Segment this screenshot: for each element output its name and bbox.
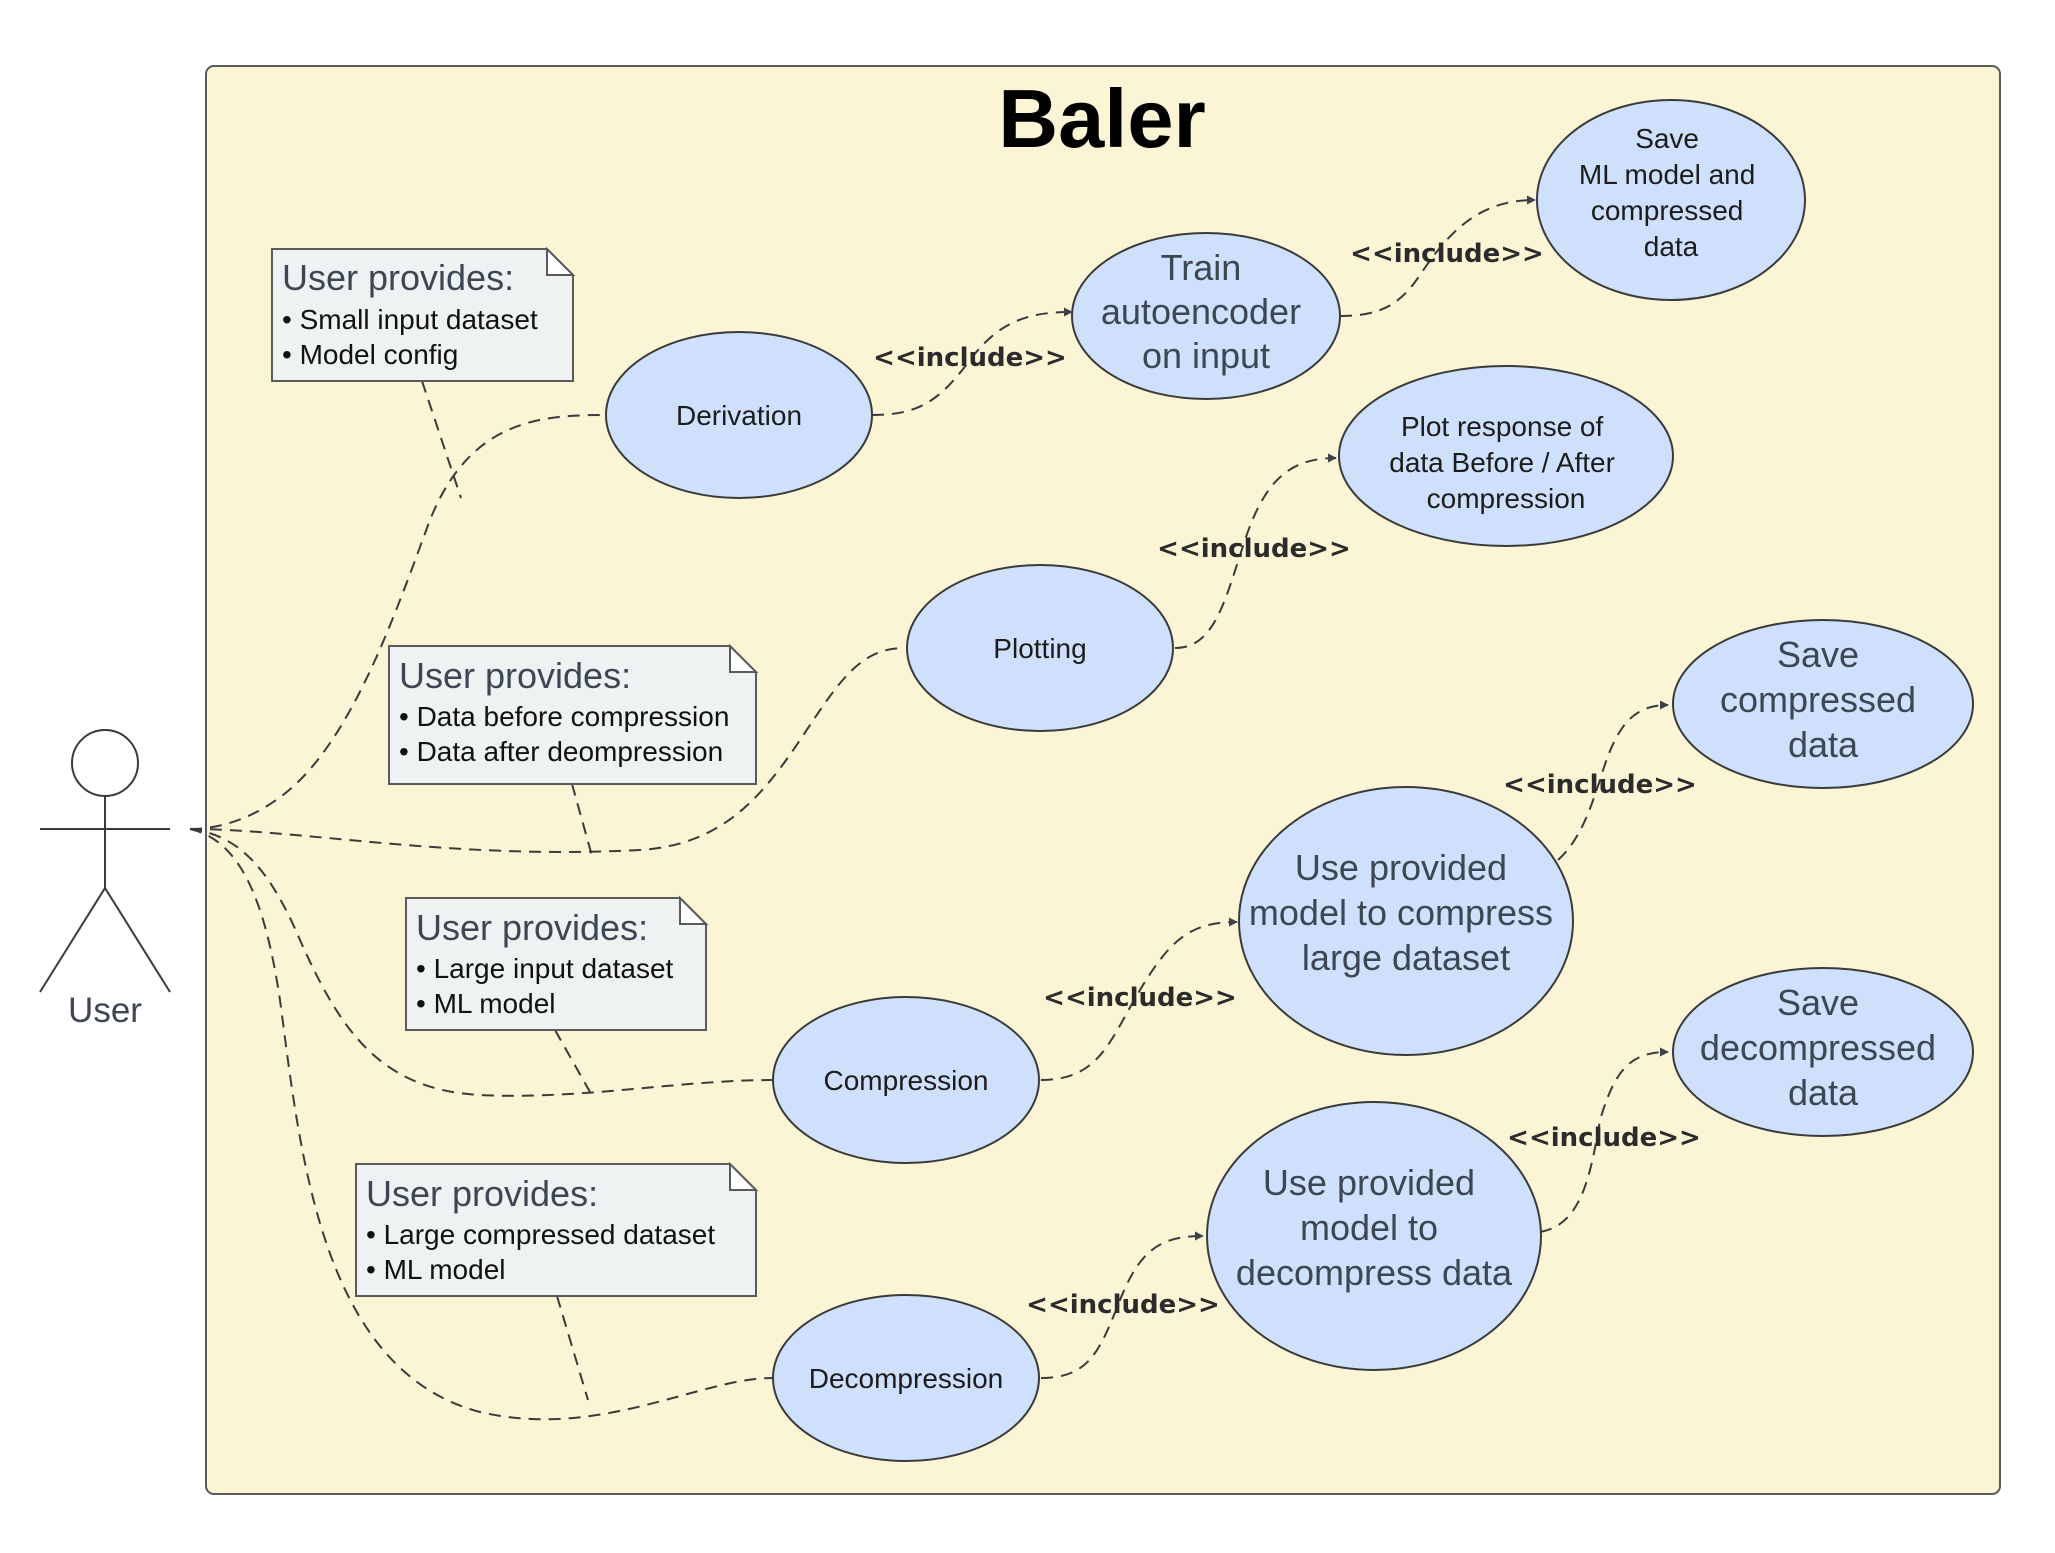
use-case-label: Compression (824, 1065, 989, 1096)
use-case-label-line: compression (1427, 483, 1586, 514)
use-case-use-compress[interactable]: Use provided model to compress large dat… (1238, 786, 1574, 1056)
note-item: • Small input dataset (282, 304, 538, 335)
actor-head (71, 729, 139, 797)
note-plotting-connector (571, 783, 593, 857)
use-case-label-line: decompress data (1236, 1252, 1513, 1293)
note-item: • Data after deompression (399, 736, 723, 767)
use-case-label-line: autoencoder (1101, 291, 1301, 332)
note-item: • Large input dataset (416, 953, 674, 984)
actor-label: User (68, 991, 142, 1030)
use-case-plotting[interactable]: Plotting (906, 564, 1174, 732)
svg-text:Save ML model and: Save ML model and compressed data (1579, 123, 1763, 262)
note-derivation-connector (421, 380, 462, 499)
use-case-label-line: Save (1635, 123, 1699, 154)
svg-text:Train autoencoder: Train autoencoder on input (1101, 247, 1311, 376)
svg-text:Plot response of data Be: Plot response of data Before / After com… (1389, 411, 1622, 514)
include-label: <<include>> (1503, 770, 1697, 800)
use-case-save-model[interactable]: Save ML model and compressed data (1536, 99, 1806, 301)
use-case-label-line: Plot response of (1401, 411, 1604, 442)
association-derivation (189, 414, 606, 830)
use-case-plot-response[interactable]: Plot response of data Before / After com… (1338, 365, 1674, 547)
use-case-label-line: data (1788, 724, 1859, 765)
use-case-label-line: data Before / After (1389, 447, 1615, 478)
use-case-label-line: Save (1777, 634, 1859, 675)
use-case-use-decompress[interactable]: Use provided model to decompress data (1206, 1101, 1542, 1371)
use-case-derivation[interactable]: Derivation (605, 331, 873, 499)
note-compression: User provides: • Large input dataset • M… (405, 895, 709, 1031)
include-train-save-model (1339, 195, 1536, 317)
use-case-label: Derivation (676, 400, 802, 431)
include-label: <<include>> (1026, 1290, 1220, 1320)
note-heading: User provides: (366, 1173, 598, 1214)
association-compression (189, 828, 773, 1097)
note-derivation: User provides: • Small input dataset • M… (271, 246, 576, 382)
use-case-label-line: ML model and (1579, 159, 1755, 190)
use-case-save-compressed[interactable]: Save compressed data (1672, 619, 1974, 789)
include-compression-use-compress (1040, 917, 1238, 1081)
use-case-label-line: data (1644, 231, 1699, 262)
association-plotting (189, 647, 906, 853)
use-case-label-line: Use provided (1295, 847, 1507, 888)
use-case-train-autoencoder[interactable]: Train autoencoder on input (1071, 232, 1341, 400)
include-label: <<include>> (1350, 239, 1544, 269)
use-case-label-line: compressed (1591, 195, 1744, 226)
svg-text:Use provided model to: Use provided model to decompress data (1236, 1162, 1513, 1293)
use-case-label-line: Train (1161, 247, 1242, 288)
use-case-label-line: decompressed (1700, 1027, 1936, 1068)
note-item: • ML model (416, 988, 555, 1019)
include-label: <<include>> (873, 343, 1067, 373)
use-case-label-line: compressed (1720, 679, 1916, 720)
include-decompression-use-decompress (1040, 1231, 1204, 1379)
note-item: • Data before compression (399, 701, 729, 732)
note-item: • Model config (282, 339, 458, 370)
use-case-label-line: large dataset (1302, 937, 1510, 978)
use-case-save-decompressed[interactable]: Save decompressed data (1672, 967, 1974, 1137)
use-case-label: Decompression (809, 1363, 1004, 1394)
include-plotting-plot-response (1174, 453, 1337, 649)
use-case-label-line: on input (1142, 335, 1270, 376)
use-case-label-line: Save (1777, 982, 1859, 1023)
svg-text:Save compressed da: Save compressed data (1720, 634, 1926, 765)
note-decompression-connector (556, 1295, 589, 1401)
svg-text:Save decompressed: Save decompressed data (1700, 982, 1946, 1113)
system-title: Baler (998, 72, 1206, 165)
note-compression-connector (554, 1029, 591, 1093)
note-item: • Large compressed dataset (366, 1219, 715, 1250)
use-case-decompression[interactable]: Decompression (772, 1294, 1040, 1462)
include-use-decompress-save-decompressed (1539, 1047, 1669, 1233)
note-heading: User provides: (282, 257, 514, 298)
use-case-label-line: model to (1300, 1207, 1438, 1248)
include-label: <<include>> (1043, 983, 1237, 1013)
association-decompression (189, 828, 773, 1421)
svg-text:Use provided model to co: Use provided model to compress large dat… (1249, 847, 1563, 978)
include-label: <<include>> (1507, 1123, 1701, 1153)
use-case-compression[interactable]: Compression (772, 996, 1040, 1164)
use-case-label: Plotting (993, 633, 1086, 664)
use-case-label-line: data (1788, 1072, 1859, 1113)
include-use-compress-save-compressed (1557, 700, 1669, 861)
actor-user[interactable]: User (39, 729, 171, 1030)
note-heading: User provides: (399, 655, 631, 696)
include-derivation-train (871, 307, 1073, 416)
note-plotting: User provides: • Data before compression… (388, 643, 759, 785)
note-decompression: User provides: • Large compressed datase… (355, 1161, 759, 1297)
include-label: <<include>> (1157, 534, 1351, 564)
note-item: • ML model (366, 1254, 505, 1285)
use-case-label-line: Use provided (1263, 1162, 1475, 1203)
use-case-label-line: model to compress (1249, 892, 1553, 933)
note-heading: User provides: (416, 907, 648, 948)
